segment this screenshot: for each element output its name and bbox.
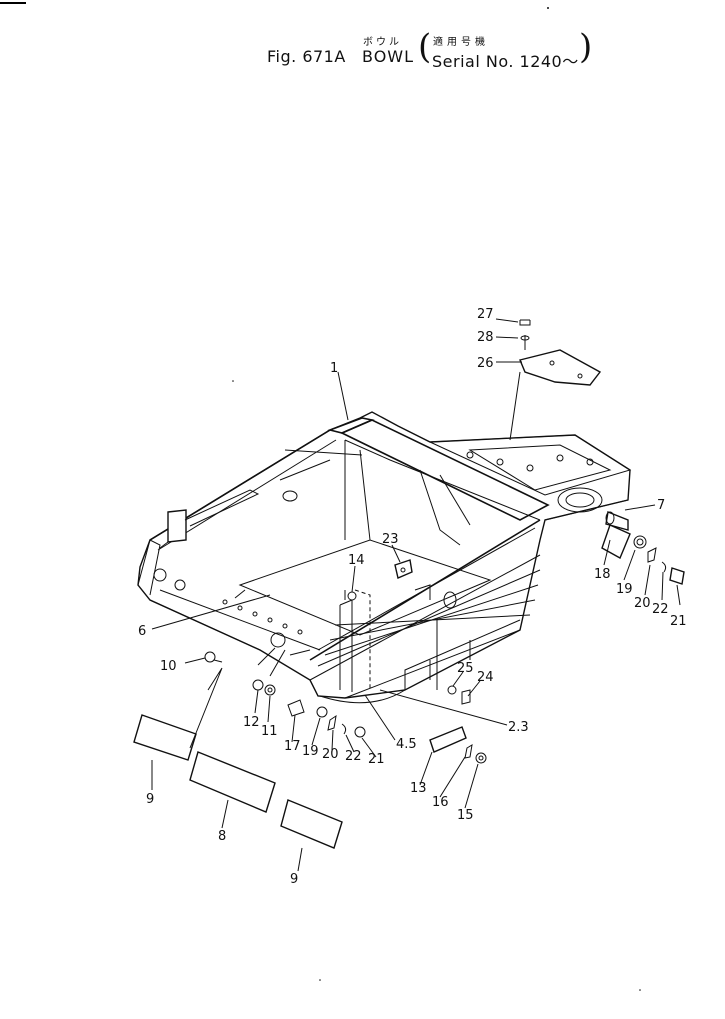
latch-group (429, 726, 487, 764)
callout-2-3: 2.3 (508, 720, 529, 735)
callout-24: 24 (477, 670, 494, 685)
callout-18: 18 (594, 567, 611, 582)
serial-label-japanese: 適用号機 (433, 37, 489, 48)
callout-13: 13 (410, 781, 427, 796)
scan-specks (232, 7, 641, 991)
cutting-edge-parts (133, 714, 343, 849)
callout-23: 23 (382, 532, 399, 547)
callout-22-right: 22 (652, 602, 669, 617)
title-bracket-open: ( (418, 27, 432, 67)
callout-17: 17 (284, 739, 301, 754)
top-plate-group (509, 319, 602, 441)
callout-6: 6 (138, 624, 146, 639)
lower-fastener-group (204, 590, 366, 738)
callout-labels: 1 2.3 4.5 6 7 8 9 9 10 11 12 13 14 15 16… (138, 307, 687, 887)
callout-9-right: 9 (290, 872, 298, 887)
title-bracket-close: ) (579, 27, 593, 67)
callout-1: 1 (330, 361, 338, 376)
center-bracket-group (394, 559, 471, 705)
callout-12: 12 (243, 715, 260, 730)
corner-mark (0, 2, 26, 4)
callout-22-left: 22 (345, 749, 362, 764)
callout-9-left: 9 (146, 792, 154, 807)
figure-title: BOWL (362, 47, 415, 66)
callout-15: 15 (457, 808, 474, 823)
callout-21-left: 21 (368, 752, 385, 767)
callout-8: 8 (218, 829, 226, 844)
callout-20-right: 20 (634, 596, 651, 611)
callout-14: 14 (348, 553, 365, 568)
callout-21-right: 21 (670, 614, 687, 629)
figure-number: Fig. 671A (267, 47, 346, 66)
leader-lines (151, 318, 681, 872)
callout-11: 11 (261, 724, 278, 739)
callout-7: 7 (657, 498, 665, 513)
callout-28: 28 (477, 330, 494, 345)
callout-26: 26 (477, 356, 494, 371)
serial-range: Serial No. 1240～ (432, 52, 579, 71)
bowl-body (137, 411, 632, 704)
callout-4-5: 4.5 (396, 737, 417, 752)
callout-19-left: 19 (302, 744, 319, 759)
callout-10: 10 (160, 659, 177, 674)
callout-16: 16 (432, 795, 449, 810)
callout-27: 27 (477, 307, 494, 322)
title-name-japanese: ボウル (363, 37, 402, 48)
callout-20-left: 20 (322, 747, 339, 762)
right-pin-group (601, 511, 685, 585)
callout-25: 25 (457, 661, 474, 676)
callout-19-right: 19 (616, 582, 633, 597)
